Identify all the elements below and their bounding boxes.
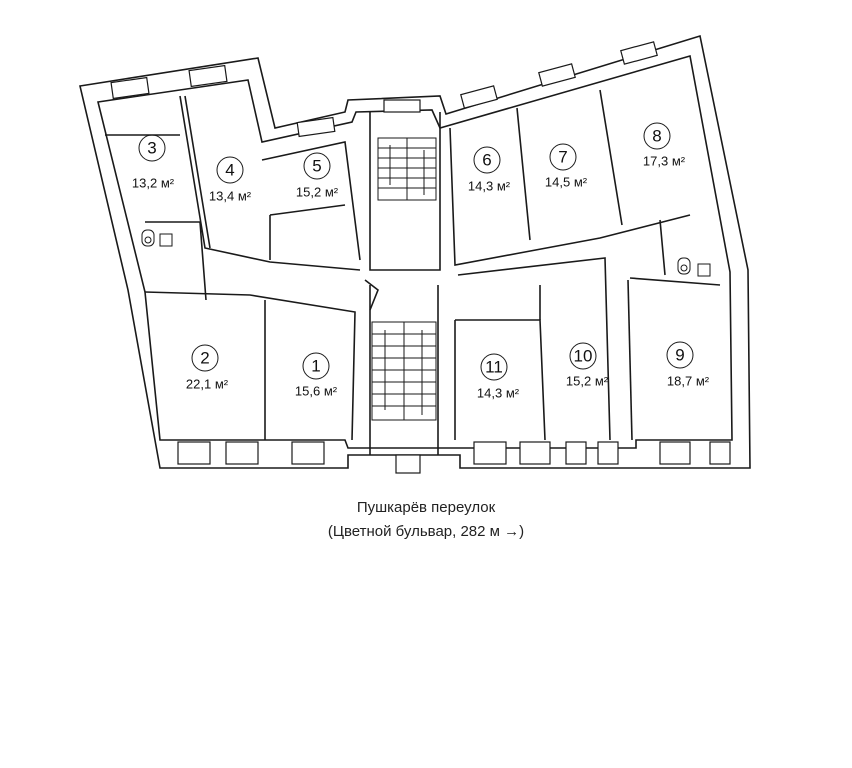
room-area: 18,7 м² xyxy=(667,374,710,389)
room-number: 6 xyxy=(482,151,491,170)
room-number: 9 xyxy=(675,346,684,365)
staircase-bottom xyxy=(371,321,437,421)
room-area: 15,2 м² xyxy=(566,374,609,389)
room-8: 8 17,3 м² xyxy=(643,122,686,169)
room-area: 15,2 м² xyxy=(296,185,339,200)
street-name: Пушкарёв переулок xyxy=(356,499,496,516)
room-number: 8 xyxy=(652,127,661,146)
room-area: 22,1 м² xyxy=(186,377,229,392)
windows xyxy=(110,41,731,474)
bathroom-fixtures xyxy=(141,229,711,277)
room-area: 17,3 м² xyxy=(643,154,686,169)
direction-note: (Цветной бульвар, 282 м →) xyxy=(327,523,525,540)
room-area: 14,3 м² xyxy=(468,179,511,194)
room-number: 11 xyxy=(485,358,503,377)
room-number: 3 xyxy=(147,139,156,158)
room-area: 14,5 м² xyxy=(545,175,588,190)
room-1: 1 15,6 м² xyxy=(295,352,338,399)
room-number: 5 xyxy=(312,157,321,176)
room-11: 11 14,3 м² xyxy=(477,353,520,401)
room-number: 4 xyxy=(225,161,234,180)
room-number: 7 xyxy=(558,148,567,167)
room-5: 5 15,2 м² xyxy=(296,152,339,200)
room-number: 10 xyxy=(574,347,593,366)
room-3: 3 13,2 м² xyxy=(132,134,175,191)
room-7: 7 14,5 м² xyxy=(545,143,588,190)
staircase-top xyxy=(377,137,437,201)
room-area: 13,2 м² xyxy=(132,176,175,191)
room-number: 2 xyxy=(200,349,209,368)
room-number: 1 xyxy=(311,357,320,376)
room-area: 14,3 м² xyxy=(477,386,520,401)
partitions xyxy=(105,89,721,455)
room-10: 10 15,2 м² xyxy=(566,342,609,389)
outer-wall xyxy=(79,34,751,469)
room-9: 9 18,7 м² xyxy=(666,341,710,389)
room-4: 4 13,4 м² xyxy=(209,156,252,204)
room-2: 2 22,1 м² xyxy=(186,344,229,392)
room-area: 15,6 м² xyxy=(295,384,338,399)
room-area: 13,4 м² xyxy=(209,189,252,204)
room-6: 6 14,3 м² xyxy=(468,146,511,194)
